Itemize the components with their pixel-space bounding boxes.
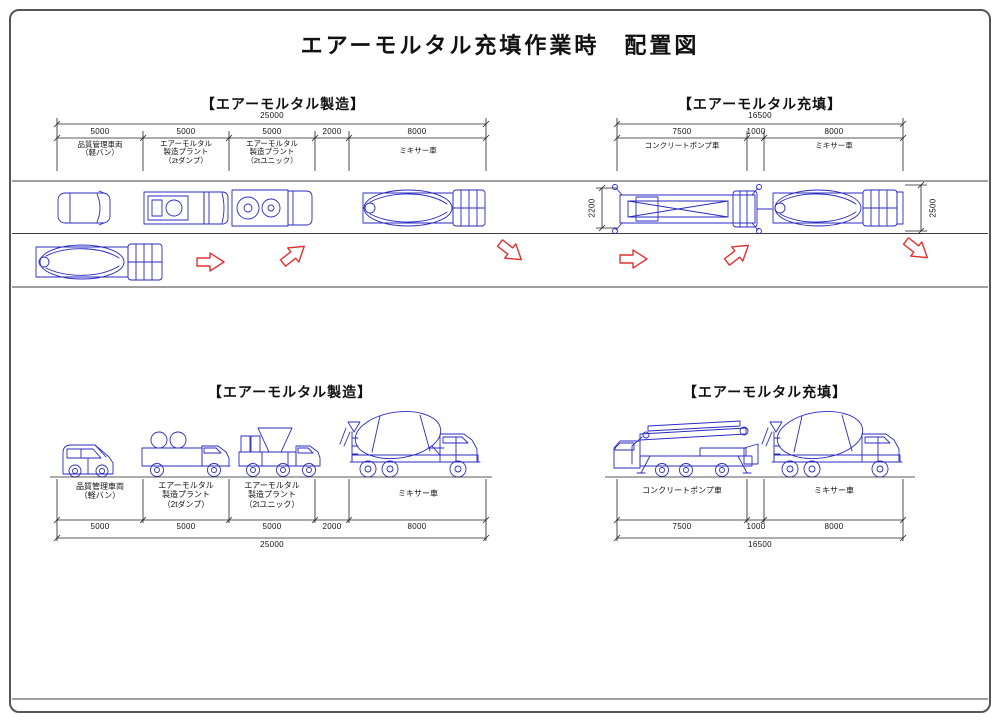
plan-fill-overall-dim: 16500 xyxy=(748,111,772,120)
elev-label-dump-plant: エアーモルタル 製造プラント （2tダンプ） xyxy=(158,481,214,509)
flow-arrow-down-right-1 xyxy=(493,235,528,268)
plan-mfg-dim-4: 2000 xyxy=(322,127,342,136)
plan-fill-heading: 【エアーモルタル充填】 xyxy=(677,96,843,112)
plan-pump-truck xyxy=(612,184,773,234)
drawing-title: エアーモルタル充填作業時 配置図 xyxy=(300,33,700,58)
plan-label-dump-plant: エアーモルタル 製造プラント （2tダンプ） xyxy=(159,139,213,165)
elev-fill-dim-3: 8000 xyxy=(824,522,844,531)
flow-arrow-up-right-1 xyxy=(276,238,311,271)
elev-label-mixer-fill: ミキサー車 xyxy=(814,486,854,495)
elev-label-qc-van: 品質管理車両 （軽バン） xyxy=(76,482,124,501)
elev-label-unic-plant: エアーモルタル 製造プラント （2tユニック） xyxy=(244,481,300,509)
plan-mfg-dim-1: 5000 xyxy=(90,127,110,136)
plan-fill-dimensions xyxy=(613,118,907,171)
plan-fill-dim-2: 1000 xyxy=(746,127,766,136)
elev-label-pump-truck: コンクリートポンプ車 xyxy=(642,486,722,495)
sheet-border xyxy=(9,9,991,713)
elev-mfg-heading: 【エアーモルタル製造】 xyxy=(207,384,373,400)
flow-arrow-right-1 xyxy=(196,252,225,272)
plan-dump-truck xyxy=(143,191,229,225)
plan-mfg-dim-2: 5000 xyxy=(176,127,196,136)
plan-van xyxy=(57,190,111,226)
elev-fill-dim-2: 1000 xyxy=(746,522,766,531)
mixer-width-dim: 2500 xyxy=(928,198,938,218)
elev-van xyxy=(62,444,114,478)
elev-pump-truck xyxy=(613,420,759,477)
plan-mfg-dimensions xyxy=(53,118,490,171)
flow-arrow-right-2 xyxy=(619,249,648,269)
flow-arrow-down-right-2 xyxy=(899,233,934,266)
plan-label-qc-van: 品質管理車両 （軽バン） xyxy=(77,140,123,158)
flow-arrow-up-right-2 xyxy=(720,237,755,270)
elev-label-mixer: ミキサー車 xyxy=(398,489,438,498)
elev-fill-dim-1: 7500 xyxy=(672,522,692,531)
plan-mfg-dim-3: 5000 xyxy=(262,127,282,136)
plan-mixer-truck-lower-lane xyxy=(35,243,163,281)
elev-mfg-dimensions xyxy=(50,476,492,542)
plan-mfg-dim-5: 8000 xyxy=(407,127,427,136)
elev-mfg-overall-dim: 25000 xyxy=(260,540,284,549)
elev-mfg-dim-4: 2000 xyxy=(322,522,342,531)
plan-mfg-overall-dim: 25000 xyxy=(260,111,284,120)
plan-mfg-heading: 【エアーモルタル製造】 xyxy=(200,96,366,112)
elev-mixer-truck-filling xyxy=(761,411,903,478)
plan-fill-dim-1: 7500 xyxy=(672,127,692,136)
plan-unic-truck xyxy=(231,189,313,227)
plan-label-mixer-fill: ミキサー車 xyxy=(815,141,853,150)
elev-fill-dimensions xyxy=(605,476,915,542)
plan-fill-dim-3: 8000 xyxy=(824,127,844,136)
elev-mfg-dim-2: 5000 xyxy=(176,522,196,531)
plan-height-dimensions xyxy=(596,181,927,235)
elev-dump-truck xyxy=(141,431,231,477)
plan-label-pump-truck: コンクリートポンプ車 xyxy=(644,141,720,150)
plan-label-unic-plant: エアーモルタル 製造プラント （2tユニック） xyxy=(245,139,299,165)
elev-fill-heading: 【エアーモルタル充填】 xyxy=(682,384,848,400)
plan-mixer-truck-filling xyxy=(772,189,904,227)
elev-mfg-dim-1: 5000 xyxy=(90,522,110,531)
elev-fill-overall-dim: 16500 xyxy=(748,540,772,549)
pump-width-dim: 2200 xyxy=(587,198,597,218)
elev-mfg-dim-3: 5000 xyxy=(262,522,282,531)
plan-label-mixer: ミキサー車 xyxy=(399,146,437,155)
elev-unic-plant-truck xyxy=(238,427,321,477)
road-lines xyxy=(12,180,988,700)
plan-mixer-truck-manufacturing xyxy=(362,189,486,227)
elev-mfg-dim-5: 8000 xyxy=(407,522,427,531)
flow-arrows xyxy=(196,233,934,272)
elev-mixer-truck-manufacturing xyxy=(339,411,481,478)
